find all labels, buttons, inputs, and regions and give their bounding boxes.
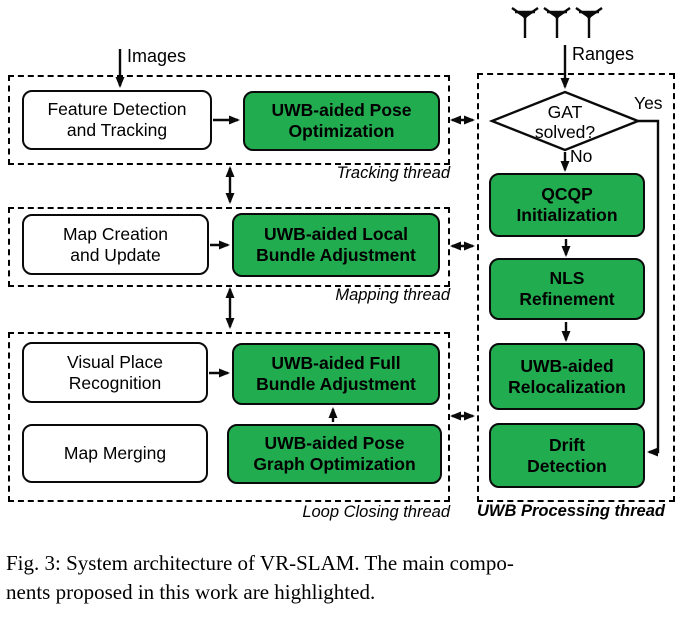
- visual-place-recognition-box: Visual Place Recognition: [22, 342, 208, 403]
- uwb-processing-thread-panel: [477, 73, 675, 502]
- loop-closing-thread-panel: [8, 332, 450, 502]
- figure-caption: Fig. 3: System architecture of VR-SLAM. …: [6, 551, 514, 604]
- antenna-icon: [543, 7, 571, 38]
- no-branch-label: No: [570, 146, 593, 166]
- decision-question: GAT solved?: [534, 101, 596, 142]
- feature-detection-box: Feature Detection and Tracking: [22, 90, 212, 150]
- uwb-processing-thread-label: UWB Processing thread: [477, 502, 665, 520]
- tracking-thread-label: Tracking thread: [336, 164, 450, 182]
- mapping-thread-label: Mapping thread: [335, 286, 450, 304]
- qcqp-initialization-box: QCQP Initialization: [489, 173, 645, 237]
- antenna-icon: [575, 7, 603, 38]
- tracking-thread-panel: [8, 75, 450, 165]
- mapping-thread-panel: [8, 207, 450, 287]
- loop-closing-thread-label: Loop Closing thread: [302, 503, 450, 521]
- images-label: Images: [127, 46, 187, 66]
- map-creation-box: Map Creation and Update: [22, 214, 209, 275]
- nls-refinement-box: NLS Refinement: [489, 258, 645, 320]
- uwb-relocalization-box: UWB-aided Relocalization: [489, 343, 645, 410]
- uwb-local-bundle-adjustment-box: UWB-aided Local Bundle Adjustment: [232, 213, 440, 277]
- uwb-full-bundle-adjustment-box: UWB-aided Full Bundle Adjustment: [232, 343, 440, 405]
- ranges-label: Ranges: [572, 44, 635, 64]
- video-camera-icon: [96, 14, 141, 46]
- uwb-pose-graph-optimization-box: UWB-aided Pose Graph Optimization: [227, 424, 442, 484]
- yes-branch-label: Yes: [634, 93, 663, 113]
- map-merging-box: Map Merging: [22, 424, 208, 483]
- antenna-icon: [511, 7, 539, 38]
- antenna-icons: [511, 7, 603, 38]
- uwb-pose-optimization-box: UWB-aided Pose Optimization: [243, 91, 440, 151]
- drift-detection-box: Drift Detection: [489, 423, 645, 488]
